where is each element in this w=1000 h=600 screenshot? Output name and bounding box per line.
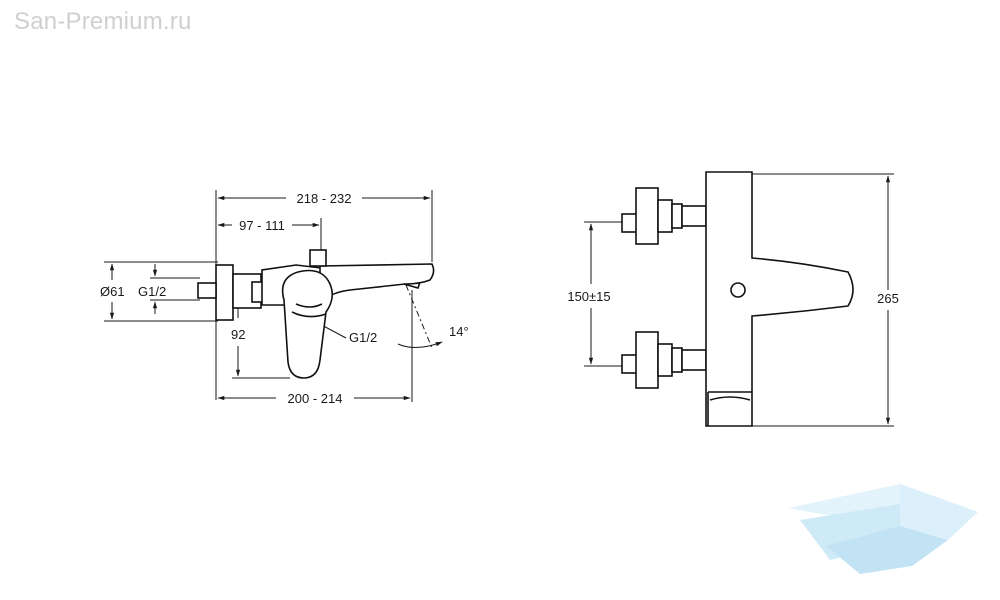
label-overall-width: 218 - 232 [297,191,352,206]
label-inlet-to-axis: 97 - 111 [239,218,285,233]
dimension-inlet-to-axis: 97 - 111 [217,218,320,233]
dimension-inlet-thread: G1/2 [138,264,166,314]
site-watermark: San-Premium.ru [14,8,192,35]
side-view-drawing: 218 - 232 97 - 111 Ø61 G1/2 [100,190,469,406]
label-total-height: 265 [877,291,899,306]
label-height: 92 [231,327,245,342]
label-inlet-thread: G1/2 [138,284,166,299]
dimension-diameter: Ø61 [100,263,125,320]
callout-outlet-thread: G1/2 [315,321,377,345]
label-angle: 14° [449,324,469,339]
label-outlet-thread: G1/2 [349,330,377,345]
label-diameter: Ø61 [100,284,125,299]
label-base-length: 200 - 214 [288,391,343,406]
dimension-overall-width: 218 - 232 [217,191,431,206]
front-view-drawing: 150±15 265 [567,171,899,427]
dimension-center-distance: 150±15 [567,223,611,365]
brand-logo-watermark [788,484,978,574]
callout-angle: 14° [397,284,469,349]
dimension-base-length: 200 - 214 [217,391,411,406]
dimension-total-height: 265 [877,175,899,425]
label-center-distance: 150±15 [567,289,610,304]
